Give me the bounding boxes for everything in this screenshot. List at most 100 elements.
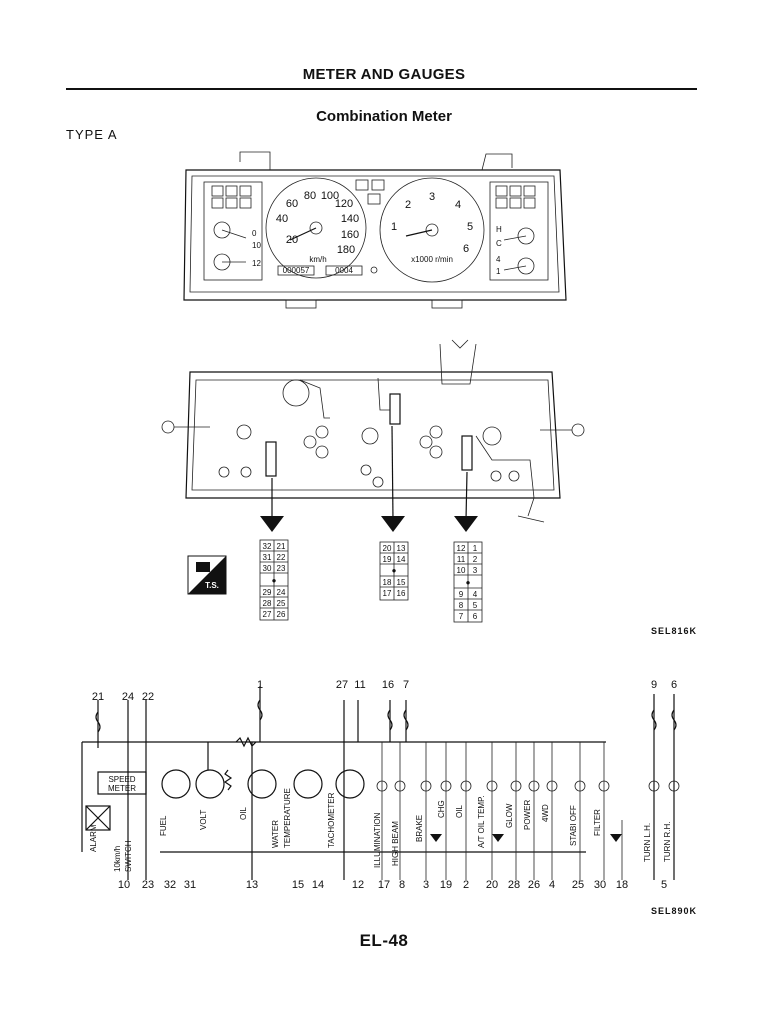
right-gauge-mark: C: [496, 239, 502, 248]
svg-text:16: 16: [397, 589, 406, 598]
tacho-tick: 1: [391, 221, 397, 233]
svg-text:10: 10: [457, 566, 466, 575]
svg-text:21: 21: [277, 542, 286, 551]
svg-text:3: 3: [473, 566, 478, 575]
tacho-unit: x1000 r/min: [411, 255, 453, 264]
switch-label: 10km/h: [113, 846, 122, 872]
turn-lh-label: TURN L.H.: [643, 823, 652, 862]
terminal-number: 13: [246, 879, 258, 891]
oil-lamp-label: OIL: [455, 805, 464, 818]
tacho-tick: 4: [455, 199, 461, 211]
meter-front-view: [183, 151, 567, 309]
terminal-number: 27: [336, 679, 348, 691]
speedo-tick: 20: [286, 234, 298, 246]
terminal-number: 20: [486, 879, 498, 891]
speedo-unit: km/h: [309, 255, 326, 264]
speed-meter-label: SPEED: [108, 775, 135, 784]
brake-label: BRAKE: [415, 815, 424, 842]
ts-logo: T.S.: [187, 555, 227, 595]
svg-text:2: 2: [473, 555, 478, 564]
tacho-tick: 5: [467, 221, 473, 233]
terminal-number: 30: [594, 879, 606, 891]
svg-text:11: 11: [457, 555, 466, 564]
terminal-number: 10: [118, 879, 130, 891]
at-oil-temp-label: A/T OIL TEMP.: [477, 795, 486, 848]
alarm-label: ALARM: [89, 824, 98, 852]
right-gauge-mark: 1: [496, 267, 501, 276]
svg-text:1: 1: [473, 544, 478, 553]
header-rule: [66, 88, 697, 90]
terminal-number: 15: [292, 879, 304, 891]
terminal-number: 11: [354, 679, 365, 691]
terminal-number: 32: [164, 879, 176, 891]
speedo-tick: 100: [321, 190, 339, 202]
oil-label: OIL: [239, 807, 248, 820]
terminal-number: 14: [312, 879, 324, 891]
svg-text:29: 29: [263, 588, 272, 597]
turn-rh-label: TURN R.H.: [663, 822, 672, 862]
svg-text:25: 25: [277, 599, 286, 608]
filter-label: FILTER: [593, 809, 602, 836]
svg-text:20: 20: [383, 544, 392, 553]
terminal-number: 19: [440, 879, 452, 891]
type-label: TYPE A: [66, 127, 118, 142]
switch-label: SWITCH: [124, 840, 133, 872]
tachometer-label: TACHOMETER: [327, 792, 336, 848]
right-gauge-mark: H: [496, 225, 502, 234]
svg-text:14: 14: [397, 555, 406, 564]
left-gauge-mark: 0: [252, 229, 257, 238]
svg-text:13: 13: [397, 544, 406, 553]
svg-text:5: 5: [473, 601, 478, 610]
terminal-number: 4: [549, 879, 555, 891]
terminal-number: 1: [257, 679, 263, 691]
speedo-tick: 160: [341, 229, 359, 241]
svg-text:27: 27: [263, 610, 272, 619]
svg-text:23: 23: [277, 564, 286, 573]
speedo-tick: 40: [276, 213, 288, 225]
svg-text:32: 32: [263, 542, 272, 551]
terminal-number: 12: [352, 879, 364, 891]
water-label: WATER: [271, 820, 280, 848]
terminal-number: 16: [382, 679, 394, 691]
terminal-number: 7: [403, 679, 409, 691]
terminal-number: 21: [92, 691, 104, 703]
terminal-number: 8: [399, 879, 405, 891]
fuel-label: FUEL: [159, 815, 168, 836]
svg-text:●: ●: [272, 576, 277, 585]
speedo-tick: 80: [304, 190, 316, 202]
svg-text:22: 22: [277, 553, 286, 562]
volt-label: VOLT: [199, 810, 208, 830]
terminal-number: 3: [423, 879, 429, 891]
svg-text:T.S.: T.S.: [205, 581, 219, 590]
terminal-number: 25: [572, 879, 584, 891]
svg-text:7: 7: [459, 612, 464, 621]
svg-text:15: 15: [397, 578, 406, 587]
4wd-label: 4WD: [541, 804, 550, 822]
water-label: TEMPERATURE: [283, 788, 292, 848]
terminal-number: 24: [122, 691, 134, 703]
svg-text:31: 31: [263, 553, 272, 562]
svg-text:8: 8: [459, 601, 464, 610]
wiring-schematic: [81, 686, 680, 880]
figure-ref-code: SEL816K: [651, 626, 698, 636]
left-gauge-mark: 12: [252, 259, 261, 268]
power-label: POWER: [523, 800, 532, 830]
speedo-tick: 140: [341, 213, 359, 225]
svg-text:12: 12: [457, 544, 466, 553]
terminal-number: 28: [508, 879, 520, 891]
left-gauge-mark: 10: [252, 241, 261, 250]
svg-text:26: 26: [277, 610, 286, 619]
speedo-tick: 180: [337, 244, 355, 256]
page-number: EL-48: [359, 931, 409, 950]
right-gauge-mark: 4: [496, 255, 501, 264]
odometer-readout: 000057: [283, 266, 310, 275]
terminal-number: 22: [142, 691, 154, 703]
section-title: Combination Meter: [316, 108, 452, 125]
svg-text:18: 18: [383, 578, 392, 587]
svg-text:●: ●: [392, 566, 397, 575]
svg-text:30: 30: [263, 564, 272, 573]
terminal-number: 2: [463, 879, 469, 891]
svg-text:4: 4: [473, 590, 478, 599]
